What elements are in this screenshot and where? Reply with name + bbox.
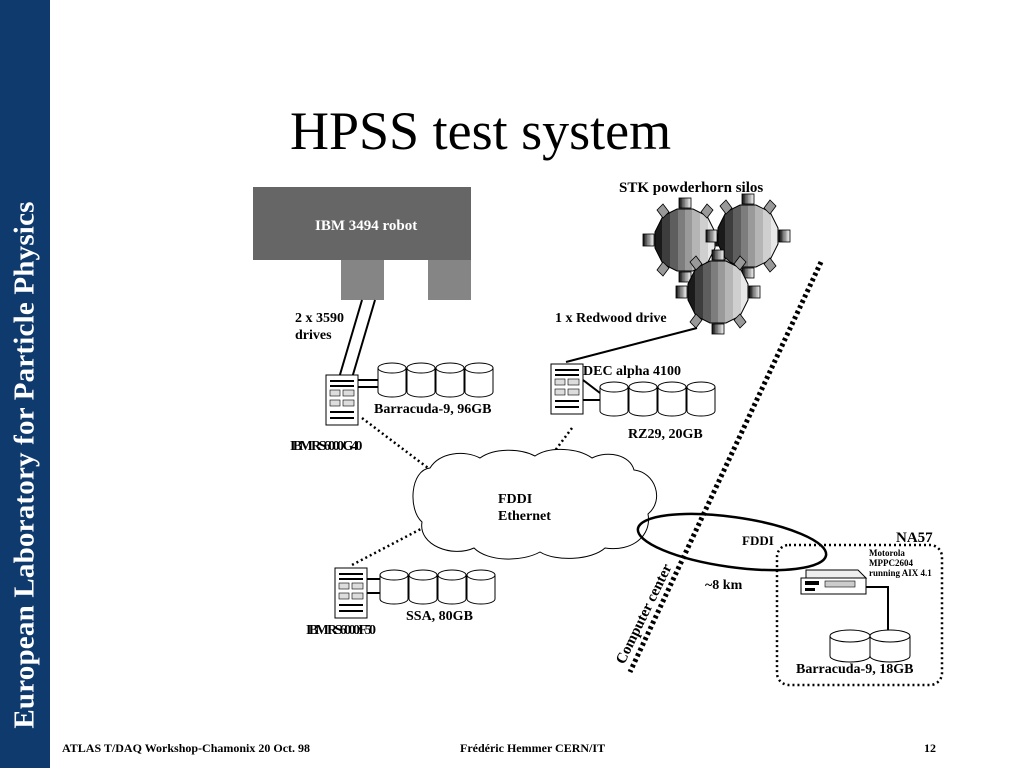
dec-alpha-label: DEC alpha 4100: [583, 364, 681, 381]
footer-author: Frédéric Hemmer CERN/IT: [460, 741, 605, 756]
disk-icon: [687, 382, 715, 416]
disk-icon: [600, 382, 628, 416]
distance-label: ~8 km: [705, 578, 742, 595]
disk-icon: [407, 363, 435, 397]
ibm-f50-label: IBM RS6000/F50: [306, 623, 373, 639]
disk-icon: [438, 570, 466, 604]
ibm-f50-server-icon: [335, 568, 367, 618]
disk-icon: [465, 363, 493, 397]
cloud-label-fddi: FDDI: [498, 492, 532, 509]
motorola-label-2: MPPC2604: [869, 559, 913, 568]
redwood-label: 1 x Redwood drive: [555, 311, 667, 328]
disk-icon: [436, 363, 464, 397]
ssa-label: SSA, 80GB: [406, 609, 473, 626]
drives-label-line2: drives: [295, 328, 332, 345]
fddi-link-label: FDDI: [742, 533, 774, 549]
footer-event: ATLAS T/DAQ Workshop-Chamonix 20 Oct. 98: [62, 741, 310, 756]
disk-icon: [378, 363, 406, 397]
cloud-label-ethernet: Ethernet: [498, 509, 551, 526]
motorola-label-3: running AIX 4.1: [869, 569, 932, 578]
dec-alpha-server-icon: [551, 364, 583, 414]
motorola-disk-cable: [866, 587, 888, 632]
disk-icon: [467, 570, 495, 604]
rz29-label: RZ29, 20GB: [628, 427, 703, 444]
drives-label-line1: 2 x 3590: [295, 311, 344, 328]
disk-icon: [380, 570, 408, 604]
redwood-cable: [566, 328, 697, 362]
barracuda-18-label: Barracuda-9, 18GB: [796, 662, 913, 679]
motorola-device-icon: [801, 570, 866, 594]
disk-icon: [629, 382, 657, 416]
disk-icon: [409, 570, 437, 604]
disk-icon: [658, 382, 686, 416]
drive-cable: [352, 300, 375, 378]
fddi-ethernet-cloud: [413, 449, 657, 559]
motorola-label-1: Motorola: [869, 549, 905, 558]
silos-label: STK powderhorn silos: [619, 179, 763, 197]
computer-center-label: Computer center: [613, 561, 675, 667]
barracuda-96-label: Barracuda-9, 96GB: [374, 402, 491, 419]
page-number: 12: [924, 741, 936, 756]
na57-label: NA57: [896, 529, 933, 547]
ibm-g40-label: IBM RS6000/G40: [290, 439, 360, 455]
ibm-g40-server-icon: [326, 375, 358, 425]
barracuda-18-disks: [830, 630, 910, 662]
ethernet-link: [362, 418, 428, 468]
